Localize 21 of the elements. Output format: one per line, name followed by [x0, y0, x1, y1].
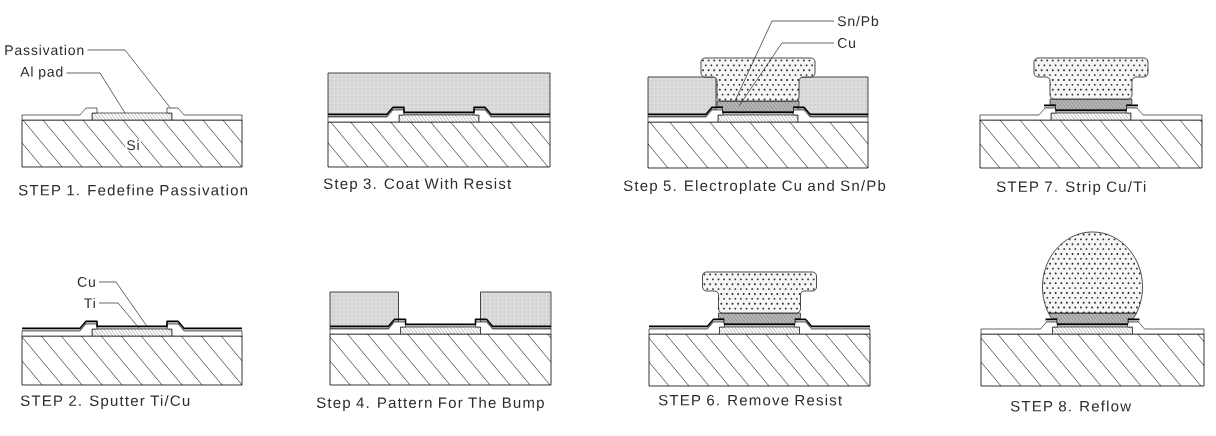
step-caption: Step 4. Pattern For The Bump: [316, 397, 544, 411]
leader-line: [98, 302, 140, 329]
copper-base: [716, 100, 800, 112]
step-caption: Step 5. Electroplate Cu and Sn/Pb: [623, 180, 886, 194]
leader-line: [66, 72, 126, 114]
leader-line: [87, 49, 171, 108]
leader-line: [98, 281, 148, 327]
part-label: Ti: [84, 297, 95, 309]
leader-line: [734, 20, 835, 102]
step-caption: Step 3. Coat With Resist: [323, 178, 512, 192]
step-caption: STEP 2. Sputter Ti/Cu: [20, 395, 190, 409]
leader-line: [738, 42, 835, 107]
part-label: Cu: [837, 38, 855, 48]
step-caption: STEP 7. Strip Cu/Ti: [996, 181, 1146, 195]
step-caption: STEP 8. Reflow: [1010, 400, 1132, 412]
part-label: Cu: [77, 277, 95, 287]
part-label: Sn/Pb: [837, 15, 879, 27]
part-label: Al pad: [20, 66, 63, 80]
step-caption: STEP 6. Remove Resist: [658, 394, 842, 406]
step-caption: STEP 1. Fedefine Passivation: [18, 184, 248, 196]
part-label: Passivation: [5, 44, 84, 56]
